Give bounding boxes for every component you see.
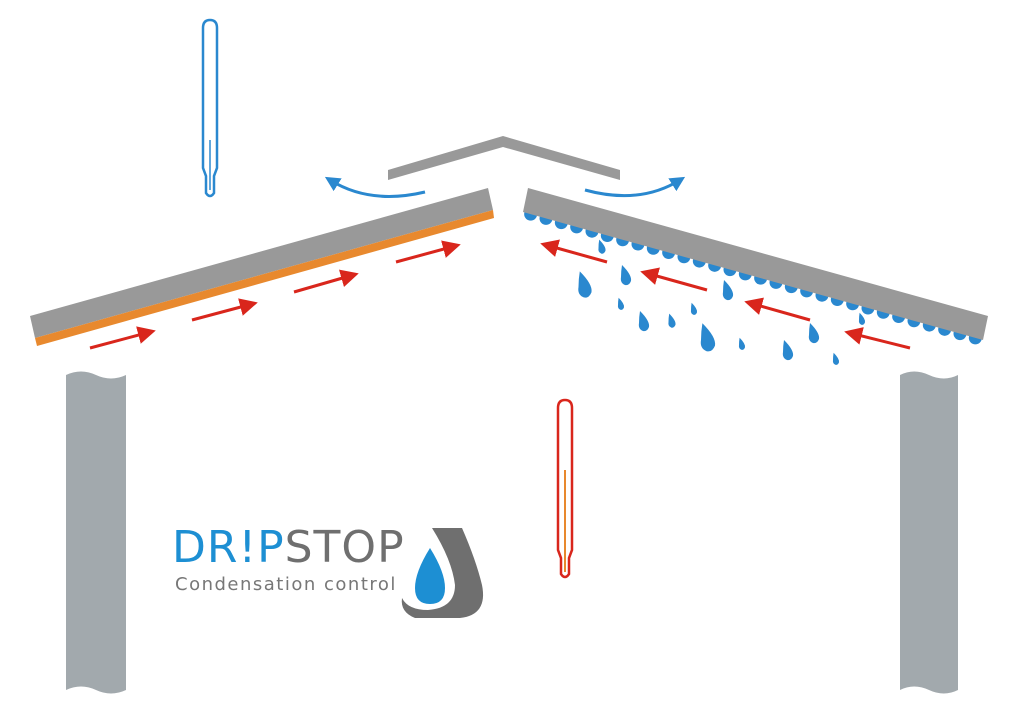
- water-drop: [668, 313, 676, 328]
- water-drop: [690, 302, 698, 315]
- water-drop: [617, 297, 625, 310]
- water-drop: [638, 311, 650, 332]
- falling-water-drops: [578, 239, 866, 365]
- airflow-arrows-left: [89, 240, 461, 350]
- ridge-cap: [388, 136, 620, 180]
- water-drop: [722, 280, 734, 301]
- water-drop: [832, 352, 840, 365]
- water-drop: [620, 265, 632, 286]
- cold-thermometer-icon: [201, 18, 219, 198]
- airflow-arrow: [540, 239, 608, 264]
- airflow-arrow: [640, 267, 708, 292]
- water-drop: [808, 323, 820, 344]
- airflow-arrow: [395, 240, 461, 264]
- water-drop: [578, 271, 592, 298]
- airflow-arrow: [89, 326, 156, 350]
- airflow-arrow: [293, 269, 359, 294]
- water-drop: [700, 323, 716, 352]
- ventilation-arrow-right: [584, 176, 686, 198]
- logo-brand-part1: DR!P: [172, 522, 285, 573]
- warm-thermometer-icon: [556, 398, 574, 579]
- dripstop-logo: DR!PSTOP Condensation control: [172, 522, 484, 618]
- water-drop: [782, 340, 794, 361]
- logo-swoosh-icon: [401, 528, 484, 618]
- water-drop: [738, 337, 746, 350]
- airflow-arrow: [844, 327, 911, 350]
- airflow-arrows-right: [540, 239, 911, 350]
- logo-water-drop-icon: [415, 548, 445, 604]
- logo-brand-part2: STOP: [285, 522, 405, 573]
- logo-tagline: Condensation control: [175, 574, 397, 595]
- right-wall-column: [900, 371, 958, 694]
- right-roof-panel: [523, 188, 988, 340]
- airflow-arrow: [191, 298, 258, 322]
- svg-text:DR!PSTOP: DR!PSTOP: [172, 522, 405, 573]
- water-drop: [858, 312, 866, 325]
- ventilation-arrow-left: [324, 176, 426, 198]
- left-wall-column: [66, 371, 126, 694]
- left-roof-insulation-layer: [35, 210, 494, 346]
- water-drop: [598, 239, 606, 254]
- airflow-arrow: [744, 297, 811, 322]
- left-roof-panel: [30, 188, 493, 338]
